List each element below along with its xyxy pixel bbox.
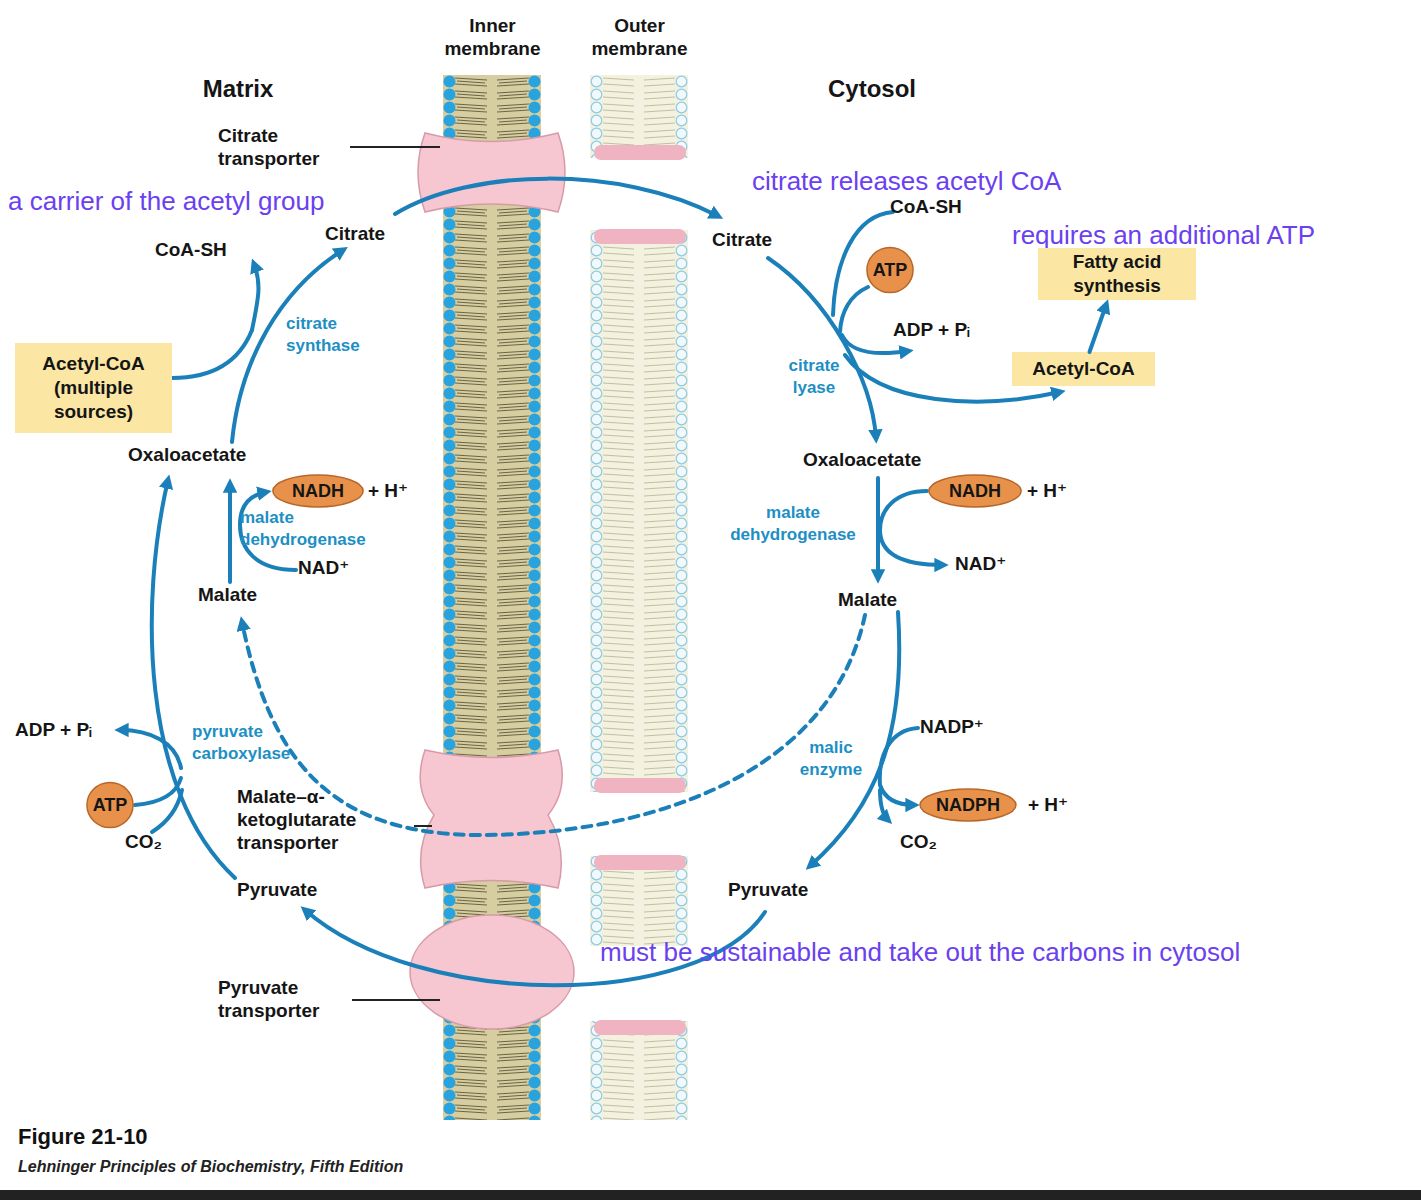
metabolite-label: Oxaloacetate: [803, 448, 921, 471]
leader-line: [352, 999, 440, 1001]
reaction-arrow: [120, 179, 1060, 986]
enzyme-label: malic enzyme: [798, 737, 864, 781]
reaction-arrow: [152, 790, 182, 832]
node-text: ATP: [93, 795, 128, 816]
metabolite-label: Citrate transporter: [218, 124, 353, 170]
oval-shape: [273, 475, 363, 507]
reaction-arrow: [252, 264, 258, 330]
node-text: Fatty acid synthesis: [1042, 250, 1192, 298]
metabolite-label: Malate: [198, 583, 257, 606]
node-text: NADH: [292, 481, 344, 502]
annotation-note: must be sustainable and take out the car…: [600, 937, 1240, 969]
porin-cap: [594, 1020, 686, 1035]
node-text: NADPH: [936, 795, 1000, 816]
reaction-arrow: [880, 491, 943, 565]
page-footer-bar: [0, 1190, 1421, 1200]
node-text: ATP: [873, 260, 908, 281]
reaction-arrow: [395, 179, 718, 216]
node-text: Acetyl-CoA: [1032, 357, 1134, 381]
metabolite-label: NADP⁺: [920, 715, 984, 738]
metabolite-label: NAD⁺: [955, 552, 1006, 575]
annotation-note: requires an additional ATP: [1012, 220, 1315, 252]
reaction-arrow: [152, 480, 235, 878]
metabolite-label: Malate: [838, 588, 897, 611]
metabolite-label: CoA-SH: [890, 195, 962, 218]
porin-cap: [594, 855, 686, 870]
metabolite-label: Malate–α-ketoglutarate transporter: [237, 785, 412, 855]
metabolite-label: Pyruvate: [237, 878, 317, 901]
compartment-label: Matrix: [178, 74, 298, 103]
metabolite-label: Pyruvate transporter: [218, 976, 348, 1022]
metabolite-box: Acetyl-CoA: [1012, 352, 1155, 386]
outer-membrane: [590, 1021, 688, 1120]
enzyme-label: malate dehydrogenase: [240, 507, 380, 551]
node-text: NADH: [949, 481, 1001, 502]
reaction-arrow: [242, 615, 865, 835]
compartment-label: Cytosol: [800, 74, 944, 103]
metabolite-label: ADP + Pᵢ: [893, 318, 970, 341]
cofactor-oval: NADH: [927, 474, 1023, 508]
reaction-arrow: [1089, 305, 1106, 352]
porin-cap: [594, 145, 686, 160]
source-credit: Lehninger Principles of Biochemistry, Fi…: [18, 1157, 403, 1177]
reaction-arrow: [120, 730, 181, 768]
annotation-note: a carrier of the acetyl group: [8, 186, 325, 218]
reaction-arrow: [228, 484, 232, 582]
metabolite-label: + H⁺: [1027, 479, 1067, 502]
metabolite-label: ADP + Pᵢ: [15, 718, 92, 741]
metabolite-label: Citrate: [712, 228, 772, 251]
oval-shape: [929, 475, 1021, 507]
oval-shape: [867, 247, 913, 292]
porin-cap: [594, 229, 686, 244]
metabolite-label: Pyruvate: [728, 878, 808, 901]
enzyme-label: malate dehydrogenase: [712, 502, 874, 546]
metabolite-label: + H⁺: [368, 479, 408, 502]
leader-line: [350, 146, 440, 148]
transporter-protein: [418, 133, 565, 212]
outer-membrane: [590, 856, 688, 946]
cofactor-oval: NADPH: [918, 788, 1018, 822]
oval-shape: [87, 782, 133, 827]
figure-caption: Figure 21-10: [18, 1124, 148, 1150]
metabolite-label: + H⁺: [1028, 793, 1068, 816]
reaction-arrow: [172, 330, 252, 378]
reaction-arrow: [135, 778, 181, 805]
annotation-note: citrate releases acetyl CoA: [752, 166, 1061, 198]
page-footer-bar: [0, 1190, 1421, 1200]
metabolite-label: CoA-SH: [155, 238, 227, 261]
reaction-arrow: [880, 728, 918, 805]
transporter-protein: [420, 750, 562, 888]
metabolite-label: Citrate: [325, 222, 385, 245]
cofactor-oval: NADH: [271, 474, 365, 508]
transporter-protein: [410, 133, 574, 1029]
node-text: Acetyl-CoA (multiple sources): [19, 352, 168, 423]
metabolite-label: CO₂: [900, 830, 937, 853]
enzyme-label: citrate synthase: [286, 313, 378, 357]
metabolite-label: NAD⁺: [298, 556, 349, 579]
enzyme-label: pyruvate carboxylase: [192, 721, 322, 765]
metabolite-box: Fatty acid synthesis: [1038, 248, 1196, 300]
porin-cap: [594, 778, 686, 793]
membrane-label: Inner membrane: [425, 14, 560, 60]
cofactor-oval: ATP: [866, 246, 914, 294]
leader-line: [414, 825, 432, 827]
porin-cap: [594, 145, 686, 1035]
oval-shape: [920, 789, 1016, 821]
leader-line: [350, 147, 440, 1000]
membrane-label: Outer membrane: [572, 14, 707, 60]
metabolite-box: Acetyl-CoA (multiple sources): [15, 343, 172, 433]
reaction-arrow: [880, 790, 888, 820]
cofactor-oval: ATP: [86, 781, 134, 829]
reaction-arrow: [840, 287, 868, 332]
enzyme-label: citrate lyase: [778, 355, 850, 399]
metabolite-label: Oxaloacetate: [128, 443, 246, 466]
metabolite-label: CO₂: [125, 830, 162, 853]
outer-membrane: [590, 230, 688, 792]
